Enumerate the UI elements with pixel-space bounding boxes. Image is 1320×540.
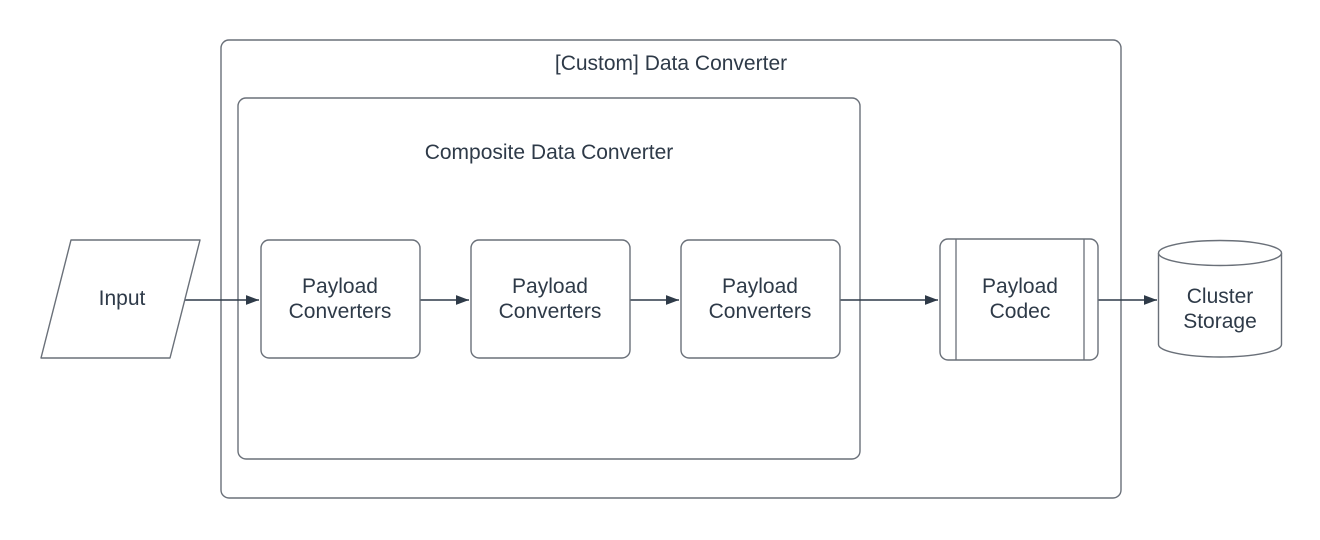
payload-codec-label-line2: Codec [990,300,1051,323]
cluster-storage-label-line2: Storage [1183,310,1257,333]
node-payload-converters-1: Payload Converters [260,239,421,359]
composite-data-converter-container: Composite Data Converter [237,97,861,460]
custom-data-converter-border [220,39,1122,499]
node-cluster-storage: Cluster Storage [1157,239,1283,358]
node-payload-converters-2: Payload Converters [470,239,631,359]
custom-data-converter-container: [Custom] Data Converter [220,39,1122,499]
payload-converters-3-shape [680,239,841,359]
cluster-storage-cylinder-body [1157,253,1283,358]
payload-converters-2-shape [470,239,631,359]
payload-converters-2-label-line1: Payload [512,275,588,298]
cluster-storage-cylinder-top [1157,239,1283,267]
cluster-storage-label-line1: Cluster [1187,285,1254,308]
payload-converters-1-label-line2: Converters [289,300,392,323]
payload-codec-shape [939,238,1099,361]
payload-converters-3-label-line2: Converters [709,300,812,323]
composite-data-converter-label: Composite Data Converter [425,141,674,164]
input-parallelogram-shape [40,239,201,359]
payload-converters-1-label-line1: Payload [302,275,378,298]
custom-data-converter-label: [Custom] Data Converter [555,52,787,75]
composite-data-converter-border [237,97,861,460]
input-label: Input [99,287,146,310]
payload-converters-3-label-line1: Payload [722,275,798,298]
payload-codec-label-line1: Payload [982,275,1058,298]
node-input: Input [40,239,201,359]
node-payload-converters-3: Payload Converters [680,239,841,359]
node-payload-codec: Payload Codec [939,238,1099,361]
payload-converters-2-label-line2: Converters [499,300,602,323]
payload-converters-1-shape [260,239,421,359]
